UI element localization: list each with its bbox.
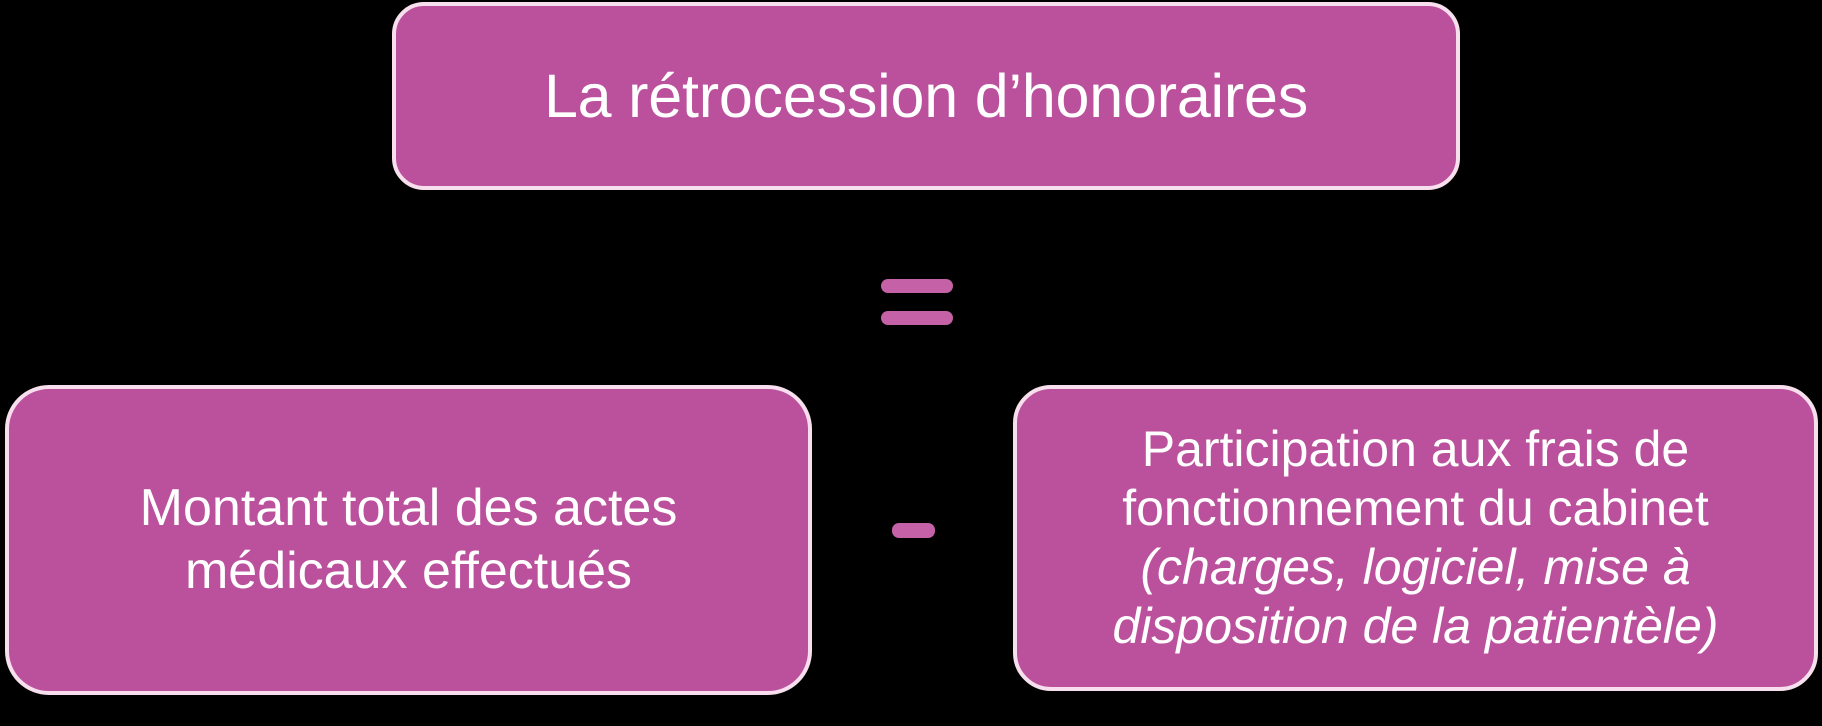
node-montant-actes-text: Montant total des actes médicaux effectu…	[9, 477, 808, 604]
node-retrocession-line-1: La rétrocession d’honoraires	[543, 61, 1309, 130]
node-retrocession[interactable]: La rétrocession d’honoraires	[392, 2, 1460, 190]
minus-bar	[892, 523, 935, 538]
node-participation-frais[interactable]: Participation aux frais de fonctionnemen…	[1013, 385, 1818, 691]
equals-sign-icon	[881, 279, 953, 325]
node-participation-frais-line-1: Participation aux frais de	[1141, 421, 1690, 477]
node-montant-actes-line-1: Montant total des actes	[139, 478, 678, 537]
node-retrocession-text: La rétrocession d’honoraires	[396, 64, 1456, 129]
minus-sign-icon	[892, 523, 935, 538]
node-participation-frais-line-4: disposition de la patientèle)	[1112, 598, 1719, 654]
node-participation-frais-line-3: (charges, logiciel, mise à	[1140, 539, 1691, 595]
equals-bar-bottom	[881, 311, 953, 325]
equals-bar-top	[881, 279, 953, 293]
node-montant-actes-line-2: médicaux effectués	[184, 542, 633, 600]
node-participation-frais-text: Participation aux frais de fonctionnemen…	[1017, 420, 1814, 656]
node-montant-actes[interactable]: Montant total des actes médicaux effectu…	[5, 385, 812, 695]
node-participation-frais-line-2: fonctionnement du cabinet	[1122, 480, 1709, 536]
